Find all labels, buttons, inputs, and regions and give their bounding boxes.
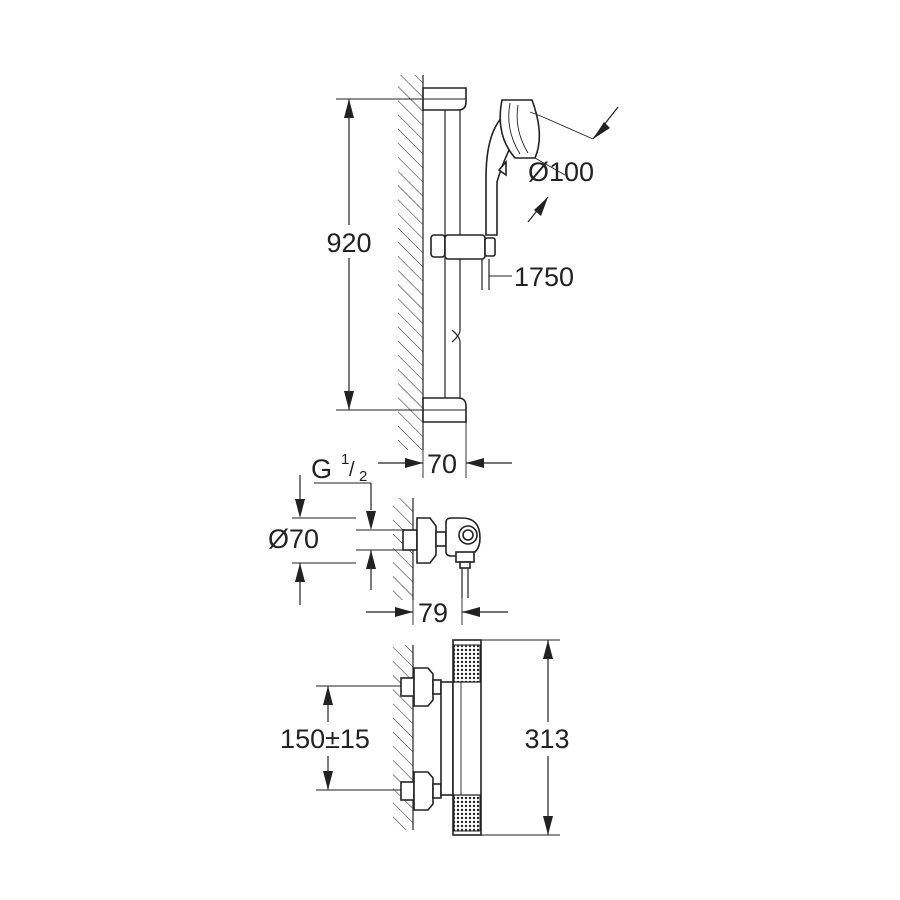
mixer-front-view: 150±15 313 (280, 639, 570, 836)
mixer-body-back (440, 681, 454, 796)
inlet-nut (402, 529, 418, 551)
lower-escutcheon (413, 771, 434, 811)
mixer-depth-label: 79 (418, 598, 448, 628)
inlet-spacing-label: 150±15 (280, 724, 370, 754)
head-diameter-label: Ø100 (528, 157, 594, 187)
dim-head-diameter: Ø100 (527, 106, 619, 223)
thread-prefix-label: G (311, 454, 332, 484)
wall-hatch-top (398, 75, 423, 450)
upper-escutcheon (413, 667, 434, 707)
dim-escutcheon: Ø70 (268, 475, 356, 605)
shower-rail-view: 920 Ø100 1750 70 (326, 75, 619, 479)
top-handle-grip (453, 644, 481, 683)
dim-hose: 1750 (489, 262, 574, 292)
dim-mixer-height: 313 (481, 639, 570, 836)
bottom-handle-grip (453, 794, 481, 832)
wall-hatch-bottom (393, 645, 413, 830)
svg-text:/: / (349, 459, 355, 481)
outlet-mesh (455, 551, 475, 563)
rail-length-label: 920 (326, 228, 371, 258)
dim-mixer-depth: 79 (366, 598, 508, 628)
dim-inlet-spacing: 150±15 (280, 685, 401, 791)
thread-numerator-label: 1 (341, 451, 349, 468)
escutcheon (416, 517, 437, 564)
slider-knob (430, 234, 446, 258)
thread-denominator-label: 2 (359, 468, 367, 485)
lower-inlet-nut (400, 781, 415, 801)
slider-body (444, 234, 486, 260)
dim-920: 920 (326, 98, 423, 411)
wall-offset-label: 70 (427, 449, 457, 479)
escutcheon-diameter-label: Ø70 (268, 524, 319, 554)
mixer-height-label: 313 (524, 724, 569, 754)
upper-inlet-nut (400, 677, 415, 697)
hose-length-label: 1750 (514, 262, 574, 292)
dim-thread: G 1 / 2 (311, 451, 403, 590)
mixer-side-view: G 1 / 2 Ø70 (268, 451, 508, 628)
dim-wall-offset: 70 (378, 422, 512, 479)
